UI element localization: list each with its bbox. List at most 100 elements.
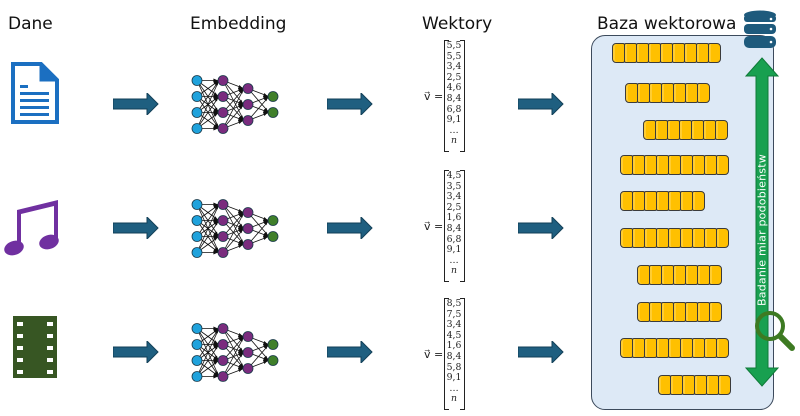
network-node [242, 363, 254, 374]
similarity-double-arrow [744, 57, 780, 387]
network-node [191, 339, 203, 350]
vector-value: 3,4 [446, 61, 462, 73]
stored-vector [637, 302, 722, 322]
network-node [217, 75, 229, 86]
network-node [217, 231, 229, 242]
network-node [242, 83, 254, 94]
stored-vector [620, 228, 729, 248]
vector-value: 1,6 [446, 340, 462, 352]
vector-bracket-left [444, 298, 449, 410]
flow-arrow [327, 217, 373, 239]
vector-cell [716, 338, 729, 358]
vector-value: n [451, 135, 457, 147]
vector-label: v⃗ = [424, 348, 444, 361]
header-embedding: Embedding [190, 14, 287, 34]
flow-arrow [327, 93, 373, 115]
network-node [191, 107, 203, 118]
vector-label: v⃗ = [424, 90, 444, 103]
network-node [217, 247, 229, 258]
vector-value: 1,6 [446, 212, 462, 224]
flow-arrow [113, 341, 159, 363]
network-node [191, 215, 203, 226]
network-node [242, 239, 254, 250]
network-node [242, 207, 254, 218]
flow-arrow [518, 217, 564, 239]
vector-value: 2,5 [446, 201, 462, 213]
document-icon [11, 62, 59, 124]
vector-cell [716, 155, 729, 175]
vector-value: 8,4 [446, 92, 462, 104]
network-node [217, 107, 229, 118]
network-node [191, 355, 203, 366]
vector-bracket-right [460, 298, 465, 410]
vector-value: 9,1 [446, 372, 462, 384]
vector-label: v⃗ = [424, 220, 444, 233]
vector-value: 2,5 [446, 71, 462, 83]
neural-network-icon [191, 75, 279, 134]
neural-network-icon [191, 323, 279, 382]
network-node [267, 231, 279, 242]
stored-vector [620, 155, 729, 175]
vector-bracket-right [460, 40, 465, 152]
header-vectors: Wektory [422, 14, 493, 34]
vector-value: 5,8 [446, 361, 462, 373]
vector-value: 5,5 [446, 40, 462, 51]
vector-value: 8,5 [446, 298, 462, 309]
network-node [267, 339, 279, 350]
network-node [191, 323, 203, 334]
vector-value: 4,5 [446, 329, 462, 341]
network-node [191, 247, 203, 258]
magnifier-icon [755, 311, 795, 351]
vector-cell [692, 191, 705, 211]
vector-cell [715, 120, 728, 140]
network-node [242, 99, 254, 110]
vector-value: 4,5 [446, 170, 462, 181]
vector-bracket-left [444, 40, 449, 152]
network-node [217, 323, 229, 334]
vector-value: 6,8 [446, 103, 462, 115]
vector-value: 7,5 [446, 308, 462, 320]
similarity-label: Badanie miar podobieństw [755, 154, 769, 306]
network-node [217, 355, 229, 366]
network-node [267, 355, 279, 366]
stored-vector [643, 120, 728, 140]
vector-value: 3,4 [446, 319, 462, 331]
vector-cell [709, 302, 722, 322]
network-node [267, 215, 279, 226]
network-node [191, 371, 203, 382]
vector-value: 5,5 [446, 50, 462, 62]
vector-cell [708, 43, 721, 63]
vector-value: 3,5 [446, 180, 462, 192]
flow-arrow [113, 217, 159, 239]
stored-vector [612, 43, 721, 63]
vector-value: 3,4 [446, 191, 462, 203]
network-node [217, 215, 229, 226]
vector-value: … [449, 124, 459, 136]
vector-value: n [451, 393, 457, 405]
vector-value: 8,4 [446, 222, 462, 234]
network-node [217, 339, 229, 350]
music-note-icon [4, 200, 59, 256]
network-node [267, 107, 279, 118]
flow-arrow [113, 93, 159, 115]
network-node [242, 331, 254, 342]
network-node [242, 347, 254, 358]
network-node [267, 91, 279, 102]
stored-vector [620, 191, 705, 211]
vector-value: 6,8 [446, 233, 462, 245]
header-vector-db: Baza wektorowa [597, 14, 737, 34]
vector-bracket-right [460, 170, 465, 282]
stored-vector [620, 338, 729, 358]
stored-vector [637, 265, 722, 285]
vector-value: 9,1 [446, 244, 462, 256]
flow-arrow [518, 93, 564, 115]
vector-value: 4,6 [446, 82, 462, 94]
network-node [191, 231, 203, 242]
vector-cell [716, 228, 729, 248]
stored-vector [658, 375, 731, 395]
network-node [242, 115, 254, 126]
flow-arrow [518, 341, 564, 363]
